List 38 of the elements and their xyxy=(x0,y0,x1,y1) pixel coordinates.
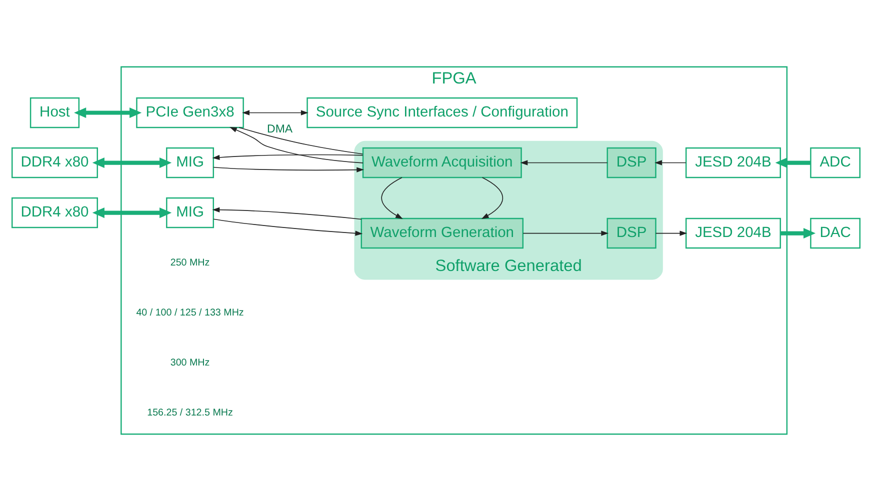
edge-label: DMA xyxy=(267,124,293,136)
arrow xyxy=(242,110,308,116)
arrow xyxy=(212,154,364,160)
node-box: MIG xyxy=(166,197,214,228)
arrow xyxy=(213,166,364,172)
node-box: DSP xyxy=(606,218,656,249)
arrow xyxy=(520,160,608,166)
node-box: MIG xyxy=(166,147,214,178)
arrow xyxy=(780,228,816,239)
node-box: PCIe Gen3x8 xyxy=(136,97,244,128)
node-box: JESD 204B xyxy=(685,218,781,249)
label: 250 MHz xyxy=(170,257,210,268)
node-box: DAC xyxy=(810,218,860,249)
arrow xyxy=(655,230,688,236)
label: 40 / 100 / 125 / 133 MHz xyxy=(136,307,244,318)
arrow xyxy=(74,107,142,118)
arrow xyxy=(481,177,504,219)
node-box: JESD 204B xyxy=(685,147,781,178)
arrow xyxy=(775,157,810,168)
node-box: DDR4 x80 xyxy=(12,147,98,178)
arrow xyxy=(92,208,172,218)
arrow xyxy=(522,230,609,236)
node-box: Waveform Generation xyxy=(360,218,524,249)
label: 156.25 / 312.5 MHz xyxy=(147,407,233,418)
connector xyxy=(238,127,364,154)
arrow xyxy=(92,157,172,168)
label: 300 MHz xyxy=(170,357,210,368)
arrow xyxy=(230,127,364,164)
arrow xyxy=(381,177,403,219)
node-box: DSP xyxy=(606,147,656,178)
arrow xyxy=(212,207,362,220)
arrow xyxy=(654,160,686,166)
node-box: ADC xyxy=(810,147,860,178)
node-box: Waveform Acquisition xyxy=(362,147,522,178)
node-box: Host xyxy=(30,97,80,128)
node-box: Source Sync Interfaces / Configuration xyxy=(306,97,578,128)
arrow xyxy=(213,218,363,236)
node-box: DDR4 x80 xyxy=(12,197,98,228)
